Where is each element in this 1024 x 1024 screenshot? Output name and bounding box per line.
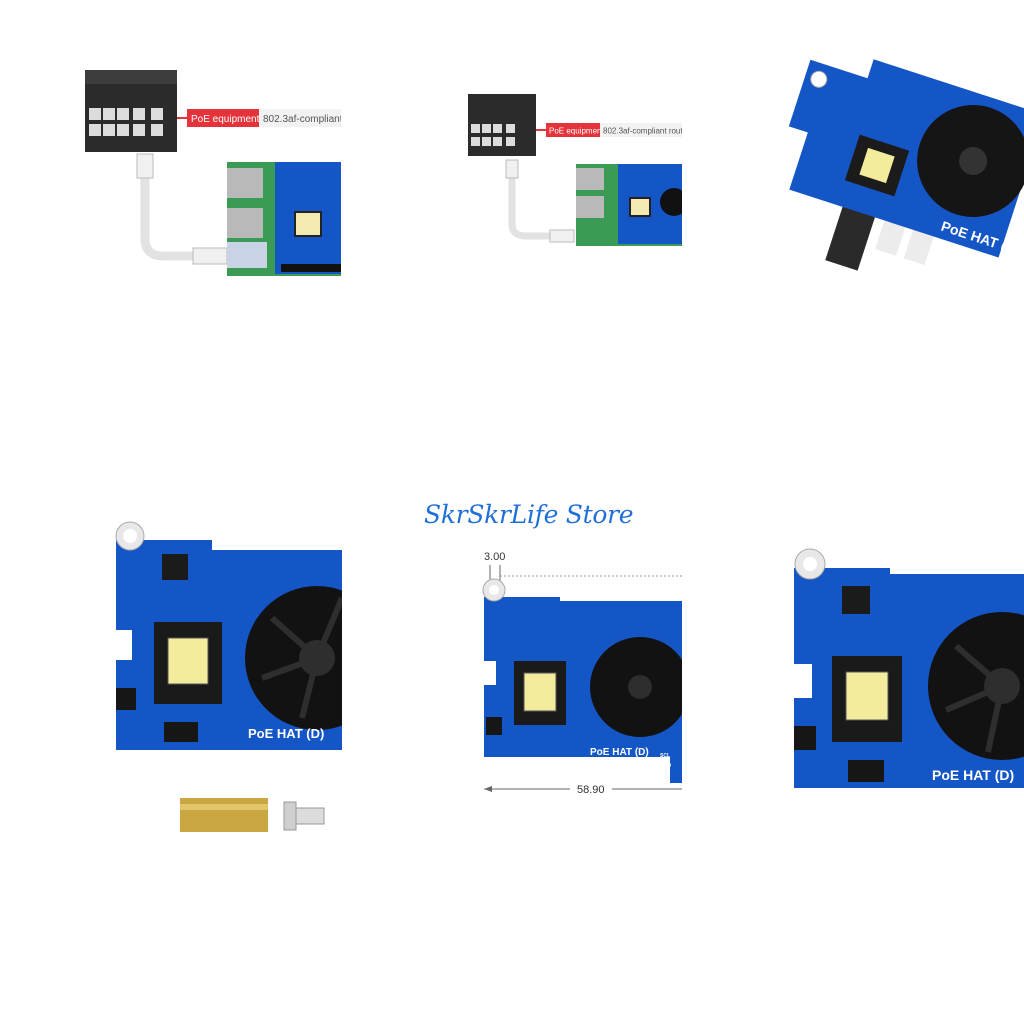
board-label: PoE HAT (D) [590,747,649,758]
gpio-header [281,264,341,272]
hole-offset-dimension: 3.00 [484,551,505,563]
poe-equipment-label: PoE equipment [549,127,604,136]
hat-dimensions-svg: 3.00 PoE HAT (D) SCL GND 58.90 [482,551,682,797]
hat-top-svg: PoE HAT (D) [794,548,1024,788]
pin-label-scl: SCL [660,753,670,759]
poe-equipment-tag [546,123,600,137]
transformer [629,197,651,217]
rj45-plug-top [505,159,519,179]
connection-diagram-2-svg: PoE equipment 802.3af-compliant router o [468,94,682,246]
switch-ports [471,124,515,146]
hat-3d-svg: PoE HAT (D) [788,59,1024,271]
mounting-hole [123,529,137,543]
transformer-core [523,672,557,712]
rj45-plug-side [192,247,228,265]
screw-head [283,801,297,831]
transformer-core [167,637,209,685]
board-label: PoE HAT (D) [932,767,1014,783]
ethernet-cable [508,164,552,240]
ic-chip-1 [794,726,816,750]
product-image-connection-diagram-1[interactable]: PoE equipment 802.3af-compliant r [85,68,341,280]
transformer [294,211,322,237]
usb-port-1 [227,168,263,198]
mounting-hole [489,585,499,595]
switch-top [85,70,177,84]
hat-top-accessories-svg: PoE HAT (D) [115,521,342,832]
usb-port-2 [227,208,263,238]
ic-chip-2 [164,722,198,742]
router-compliance-text: 802.3af-compliant r [263,114,341,125]
ethernet-cable [140,160,195,261]
router-tag [600,123,682,137]
ic-chip-1 [116,688,136,710]
pin-label-gnd: GND [660,763,672,769]
ethernet-port [227,242,267,268]
controller-chip [842,586,870,614]
rj45-plug-side [549,229,575,243]
board-label: PoE HAT (D) [248,726,324,741]
usb-port-1 [576,168,604,190]
mounting-hole [810,70,828,88]
pin-header-strip [670,743,682,783]
brass-standoff [180,798,268,832]
switch-ports [89,108,163,136]
router-compliance-text: 802.3af-compliant router o [603,127,682,136]
fan [660,188,682,216]
standoff-highlight [180,804,268,810]
width-dimension: 58.90 [577,784,605,796]
connection-diagram-1-svg: PoE equipment 802.3af-compliant r [85,70,341,276]
fan-blades [944,643,1005,753]
fan-blades [260,596,342,719]
ic-chip [486,717,502,735]
mounting-hole [803,557,817,571]
controller-chip [162,554,188,580]
fan-housing [928,612,1024,760]
fan-hub [959,146,988,175]
dim-arrow-left [484,786,492,792]
product-image-dimensions[interactable]: 3.00 PoE HAT (D) SCL GND 58.90 [470,545,682,810]
header-connector [825,204,876,271]
router-tag [259,109,341,127]
fan-hub [628,675,652,699]
poe-equipment-label: PoE equipment [191,114,260,125]
fan-housing [245,586,342,730]
rj45-plug-top [136,153,154,179]
ic-chip-2 [848,760,884,782]
product-image-top-view[interactable]: PoE HAT (D) [790,546,1024,791]
poe-equipment-tag [187,109,259,127]
screw-thread [295,807,325,825]
transformer-core [845,671,889,721]
product-image-top-view-accessories[interactable]: PoE HAT (D) [112,518,342,840]
store-title: SkrSkrLife Store [424,500,634,529]
dim-text-bg [570,781,612,797]
product-image-3d-view[interactable]: PoE HAT (D) [770,52,1024,292]
usb-port-2 [576,196,604,218]
transformer-core [859,147,895,184]
product-image-connection-diagram-2[interactable]: PoE equipment 802.3af-compliant router o [468,94,682,246]
